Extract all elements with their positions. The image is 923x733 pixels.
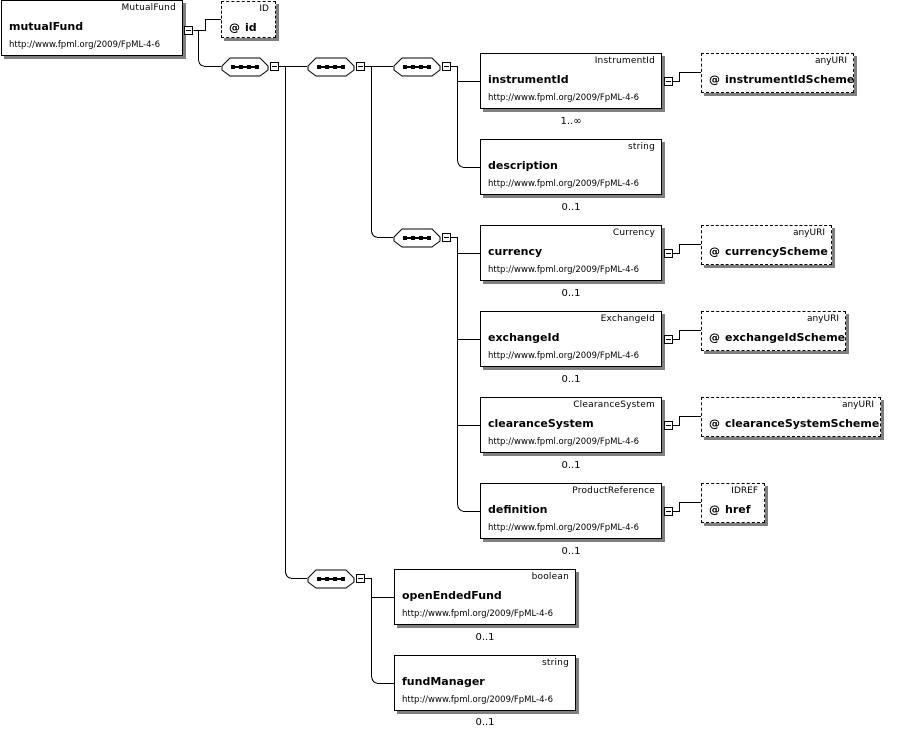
element-name: openEndedFund [402, 589, 502, 602]
collapse-toggle[interactable] [356, 574, 365, 583]
element-name: currency [488, 245, 543, 258]
at-symbol: @ [709, 73, 720, 86]
attribute-id[interactable]: ID @id [221, 1, 276, 38]
element-type: MutualFund [121, 3, 176, 13]
at-symbol: @ [229, 21, 240, 34]
collapse-toggle[interactable] [442, 233, 451, 242]
collapse-toggle[interactable] [664, 335, 673, 344]
occurrence-label: 0..1 [475, 632, 495, 643]
element-namespace: http://www.fpml.org/2009/FpML-4-6 [488, 523, 640, 533]
element-type: ClearanceSystem [573, 400, 655, 410]
sequence-compositor-instrument-id [393, 57, 441, 77]
sequence-compositor-instrument [307, 57, 355, 77]
collapse-toggle[interactable] [664, 507, 673, 516]
attribute-name: @href [709, 503, 751, 516]
attribute-exchange-id-scheme[interactable]: anyURI @exchangeIdScheme [701, 311, 846, 351]
element-name: exchangeId [488, 331, 560, 344]
element-fund-manager[interactable]: string fundManager http://www.fpml.org/2… [394, 655, 576, 711]
collapse-toggle[interactable] [184, 26, 193, 35]
element-name: instrumentId [488, 73, 569, 86]
collapse-toggle[interactable] [356, 62, 365, 71]
collapse-toggle[interactable] [442, 62, 451, 71]
element-clearance-system[interactable]: ClearanceSystem clearanceSystem http://w… [480, 397, 662, 453]
collapse-toggle[interactable] [664, 77, 673, 86]
element-namespace: http://www.fpml.org/2009/FpML-4-6 [488, 351, 640, 361]
occurrence-label: 0..1 [561, 374, 581, 385]
element-name: mutualFund [9, 20, 84, 33]
attribute-name: @instrumentIdScheme [709, 73, 855, 86]
at-symbol: @ [709, 331, 720, 344]
element-mutual-fund[interactable]: MutualFund mutualFund http://www.fpml.or… [1, 0, 183, 56]
element-namespace: http://www.fpml.org/2009/FpML-4-6 [402, 609, 554, 619]
element-type: boolean [531, 572, 569, 582]
element-type: ProductReference [572, 486, 655, 496]
attribute-type: ID [259, 4, 269, 14]
at-symbol: @ [709, 417, 720, 430]
occurrence-label: 1..∞ [560, 116, 582, 127]
element-namespace: http://www.fpml.org/2009/FpML-4-6 [488, 93, 640, 103]
attribute-name: @currencyScheme [709, 245, 828, 258]
collapse-toggle[interactable] [664, 421, 673, 430]
attribute-type: anyURI [792, 228, 825, 238]
attribute-href[interactable]: IDREF @href [701, 483, 765, 523]
element-name: clearanceSystem [488, 417, 594, 430]
element-name: description [488, 159, 558, 172]
element-namespace: http://www.fpml.org/2009/FpML-4-6 [402, 695, 554, 705]
element-type: string [627, 142, 655, 152]
sequence-compositor-fund [307, 569, 355, 589]
occurrence-label: 0..1 [561, 202, 581, 213]
sequence-compositor-main [221, 57, 269, 77]
attribute-instrument-id-scheme[interactable]: anyURI @instrumentIdScheme [701, 53, 854, 93]
attribute-currency-scheme[interactable]: anyURI @currencyScheme [701, 225, 832, 265]
at-symbol: @ [709, 503, 720, 516]
collapse-toggle[interactable] [664, 249, 673, 258]
attribute-type: anyURI [806, 314, 839, 324]
attribute-type: IDREF [731, 486, 758, 496]
element-description[interactable]: string description http://www.fpml.org/2… [480, 139, 662, 195]
occurrence-label: 0..1 [561, 546, 581, 557]
attribute-name: @exchangeIdScheme [709, 331, 846, 344]
occurrence-label: 0..1 [475, 717, 495, 728]
element-instrument-id[interactable]: InstrumentId instrumentId http://www.fpm… [480, 53, 662, 109]
occurrence-label: 0..1 [561, 460, 581, 471]
element-type: InstrumentId [594, 56, 655, 66]
element-name: definition [488, 503, 548, 516]
element-currency[interactable]: Currency currency http://www.fpml.org/20… [480, 225, 662, 281]
attribute-type: anyURI [814, 56, 847, 66]
collapse-toggle[interactable] [270, 62, 279, 71]
element-type: ExchangeId [600, 314, 655, 324]
element-open-ended-fund[interactable]: boolean openEndedFund http://www.fpml.or… [394, 569, 576, 625]
element-definition[interactable]: ProductReference definition http://www.f… [480, 483, 662, 539]
element-namespace: http://www.fpml.org/2009/FpML-4-6 [9, 40, 161, 50]
occurrence-label: 0..1 [561, 288, 581, 299]
element-type: Currency [612, 228, 655, 238]
element-namespace: http://www.fpml.org/2009/FpML-4-6 [488, 437, 640, 447]
attribute-name: @id [229, 21, 257, 34]
sequence-compositor-optional [393, 228, 441, 248]
element-type: string [541, 658, 569, 668]
attribute-name: @clearanceSystemScheme [709, 417, 880, 430]
attribute-type: anyURI [841, 400, 874, 410]
element-namespace: http://www.fpml.org/2009/FpML-4-6 [488, 265, 640, 275]
element-name: fundManager [402, 675, 485, 688]
at-symbol: @ [709, 245, 720, 258]
element-exchange-id[interactable]: ExchangeId exchangeId http://www.fpml.or… [480, 311, 662, 367]
element-namespace: http://www.fpml.org/2009/FpML-4-6 [488, 179, 640, 189]
attribute-clearance-system-scheme[interactable]: anyURI @clearanceSystemScheme [701, 397, 881, 437]
